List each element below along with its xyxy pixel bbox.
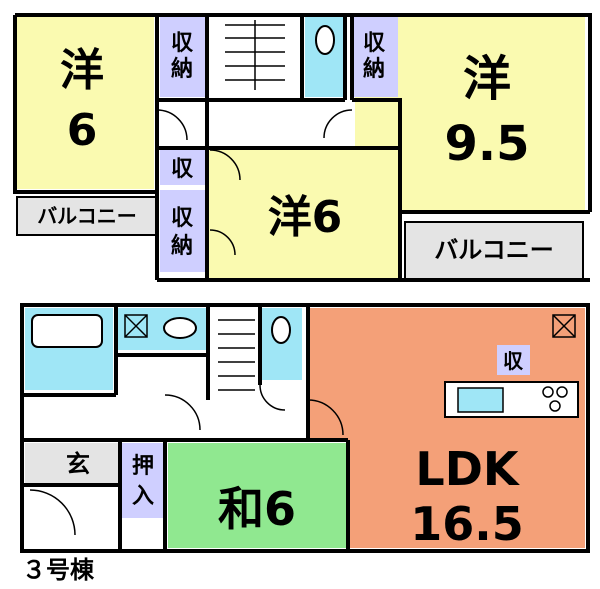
balcony-east-label: バルコニー (434, 236, 554, 264)
closet-a (160, 17, 205, 97)
closet-b (350, 17, 398, 97)
closet-a-label-1: 収 (171, 31, 194, 56)
room-west-kind: 洋 (60, 45, 104, 96)
building-label: ３号棟 (22, 556, 95, 584)
wash-basin-icon (163, 317, 197, 339)
stove-burner-icon-2 (556, 386, 568, 398)
lower-floor: LDK 16.5 和6 玄 押 入 収 (20, 303, 590, 553)
room-center-fill (205, 150, 400, 278)
ldk-name: LDK (415, 442, 520, 496)
room-east-kind: 洋 (463, 51, 511, 107)
entrance-fill (25, 443, 120, 483)
washitsu-label: 和6 (218, 482, 296, 536)
upper-floor: 洋 6 洋 9.5 洋6 収 納 収 納 収 収 納 バルコニー バルコニー (13, 13, 592, 282)
kitchen-sink (457, 387, 504, 413)
bathtub-icon (31, 314, 103, 348)
balcony-east (404, 221, 584, 281)
closet-c-label: 収 (171, 157, 194, 182)
closet-a-label-2: 納 (171, 56, 193, 82)
closet-d-label-2: 納 (171, 233, 193, 259)
stove-burner-icon-3 (549, 400, 561, 412)
balcony-west-label: バルコニー (37, 204, 137, 228)
ldk-size: 16.5 (410, 497, 524, 551)
room-center-label: 洋6 (268, 192, 343, 243)
room-east-size: 9.5 (444, 116, 529, 172)
stove-burner-icon (542, 386, 554, 398)
washitsu-fill (168, 443, 346, 548)
oshiire-label-1: 押 (132, 453, 154, 479)
kitchen-storage-fill (497, 345, 530, 375)
oshiire-label-2: 入 (132, 484, 154, 509)
oshiire-fill (122, 443, 164, 518)
entrance-label: 玄 (66, 450, 90, 478)
kitchen-storage-label: 収 (503, 349, 524, 373)
closet-b-label-1: 収 (363, 31, 386, 56)
closet-d (160, 190, 205, 272)
toilet-bowl-icon (315, 25, 335, 55)
room-west-fill (17, 17, 154, 189)
closet-b-label-2: 納 (363, 56, 385, 82)
lower-toilet-bowl-icon (271, 316, 291, 344)
closet-c (160, 150, 205, 185)
room-west-size: 6 (67, 105, 98, 156)
closet-d-label-1: 収 (171, 206, 194, 231)
